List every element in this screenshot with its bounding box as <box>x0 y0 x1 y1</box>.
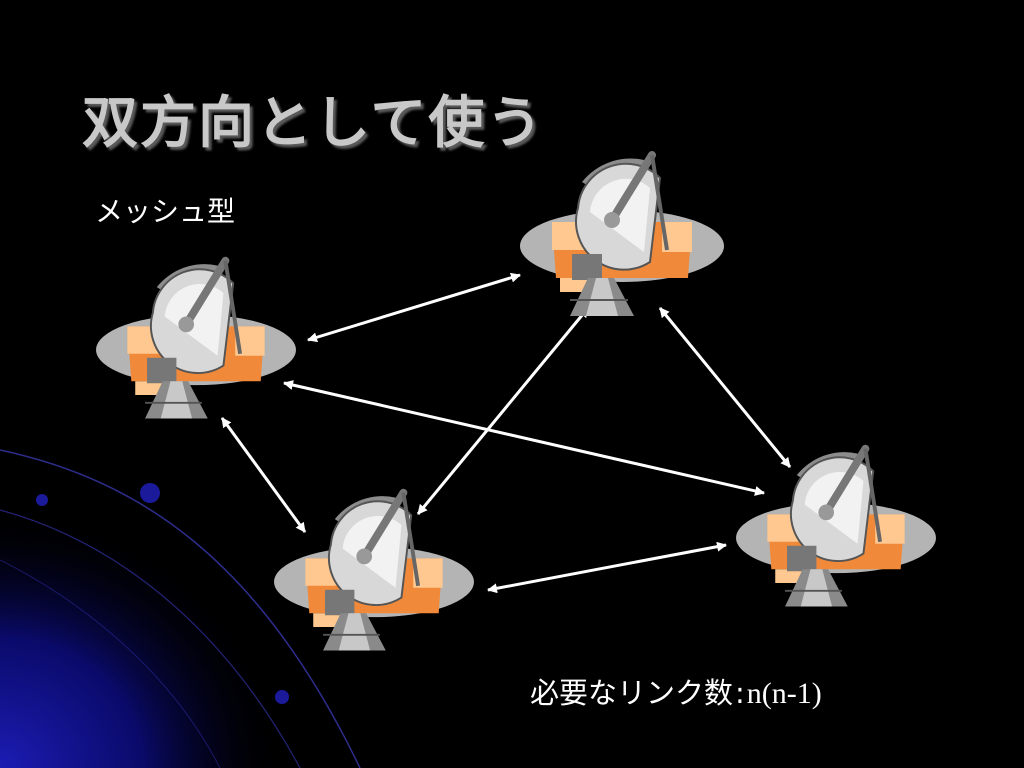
link-left-bottom <box>220 417 307 533</box>
link-bottom-top <box>416 307 590 515</box>
node-right <box>736 449 936 607</box>
satellite-dish-icon <box>736 449 936 607</box>
formula-separator: : <box>735 676 745 710</box>
node-left <box>96 261 296 419</box>
link-left-top <box>307 272 521 343</box>
formula-label: 必要なリンク数 <box>530 676 734 710</box>
links-group <box>220 272 792 594</box>
link-left-right <box>283 380 765 496</box>
satellite-dish-icon <box>96 261 296 419</box>
node-top <box>520 155 724 316</box>
topology-label: メッシュ型 <box>95 195 236 228</box>
formula-expression: n(n-1) <box>746 677 822 710</box>
satellite-dish-icon <box>274 493 474 651</box>
required-links-formula: 必要なリンク数:n(n-1) <box>530 670 822 712</box>
node-bottom <box>274 493 474 651</box>
link-top-right <box>658 307 792 468</box>
slide-title: 双方向として使う <box>82 91 545 156</box>
link-bottom-right <box>487 541 727 594</box>
satellite-dish-icon <box>520 155 724 316</box>
